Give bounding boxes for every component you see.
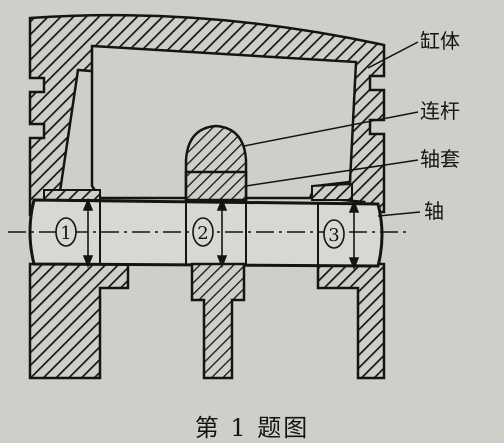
svg-text:3: 3: [328, 225, 339, 246]
label-shaft: 轴: [424, 199, 444, 223]
marker-1: 1: [55, 217, 77, 247]
label-connecting-rod: 连杆: [420, 99, 460, 123]
label-bushing: 轴套: [420, 147, 460, 171]
label-cylinder: 缸体: [420, 29, 460, 53]
connecting-rod-lower: [190, 262, 246, 380]
leader-shaft: [377, 211, 421, 217]
marker-2: 2: [192, 217, 214, 247]
leader-bushing: [245, 159, 419, 187]
dimension-arrow-3: [348, 199, 360, 271]
boss-right: [311, 182, 353, 201]
dimension-arrow-2: [216, 197, 228, 269]
cylinder-skirt-right: [316, 262, 386, 380]
marker-3: 3: [323, 219, 345, 249]
figure-caption: 第 1 题图: [194, 414, 310, 442]
svg-text:2: 2: [197, 223, 208, 244]
boss-left: [43, 189, 101, 201]
leader-cylinder: [367, 41, 419, 69]
svg-text:1: 1: [60, 223, 71, 244]
dimension-arrow-1: [82, 197, 94, 269]
leader-connecting-rod: [243, 111, 419, 147]
cylinder-skirt-left: [28, 262, 130, 380]
bushing: [184, 170, 248, 202]
